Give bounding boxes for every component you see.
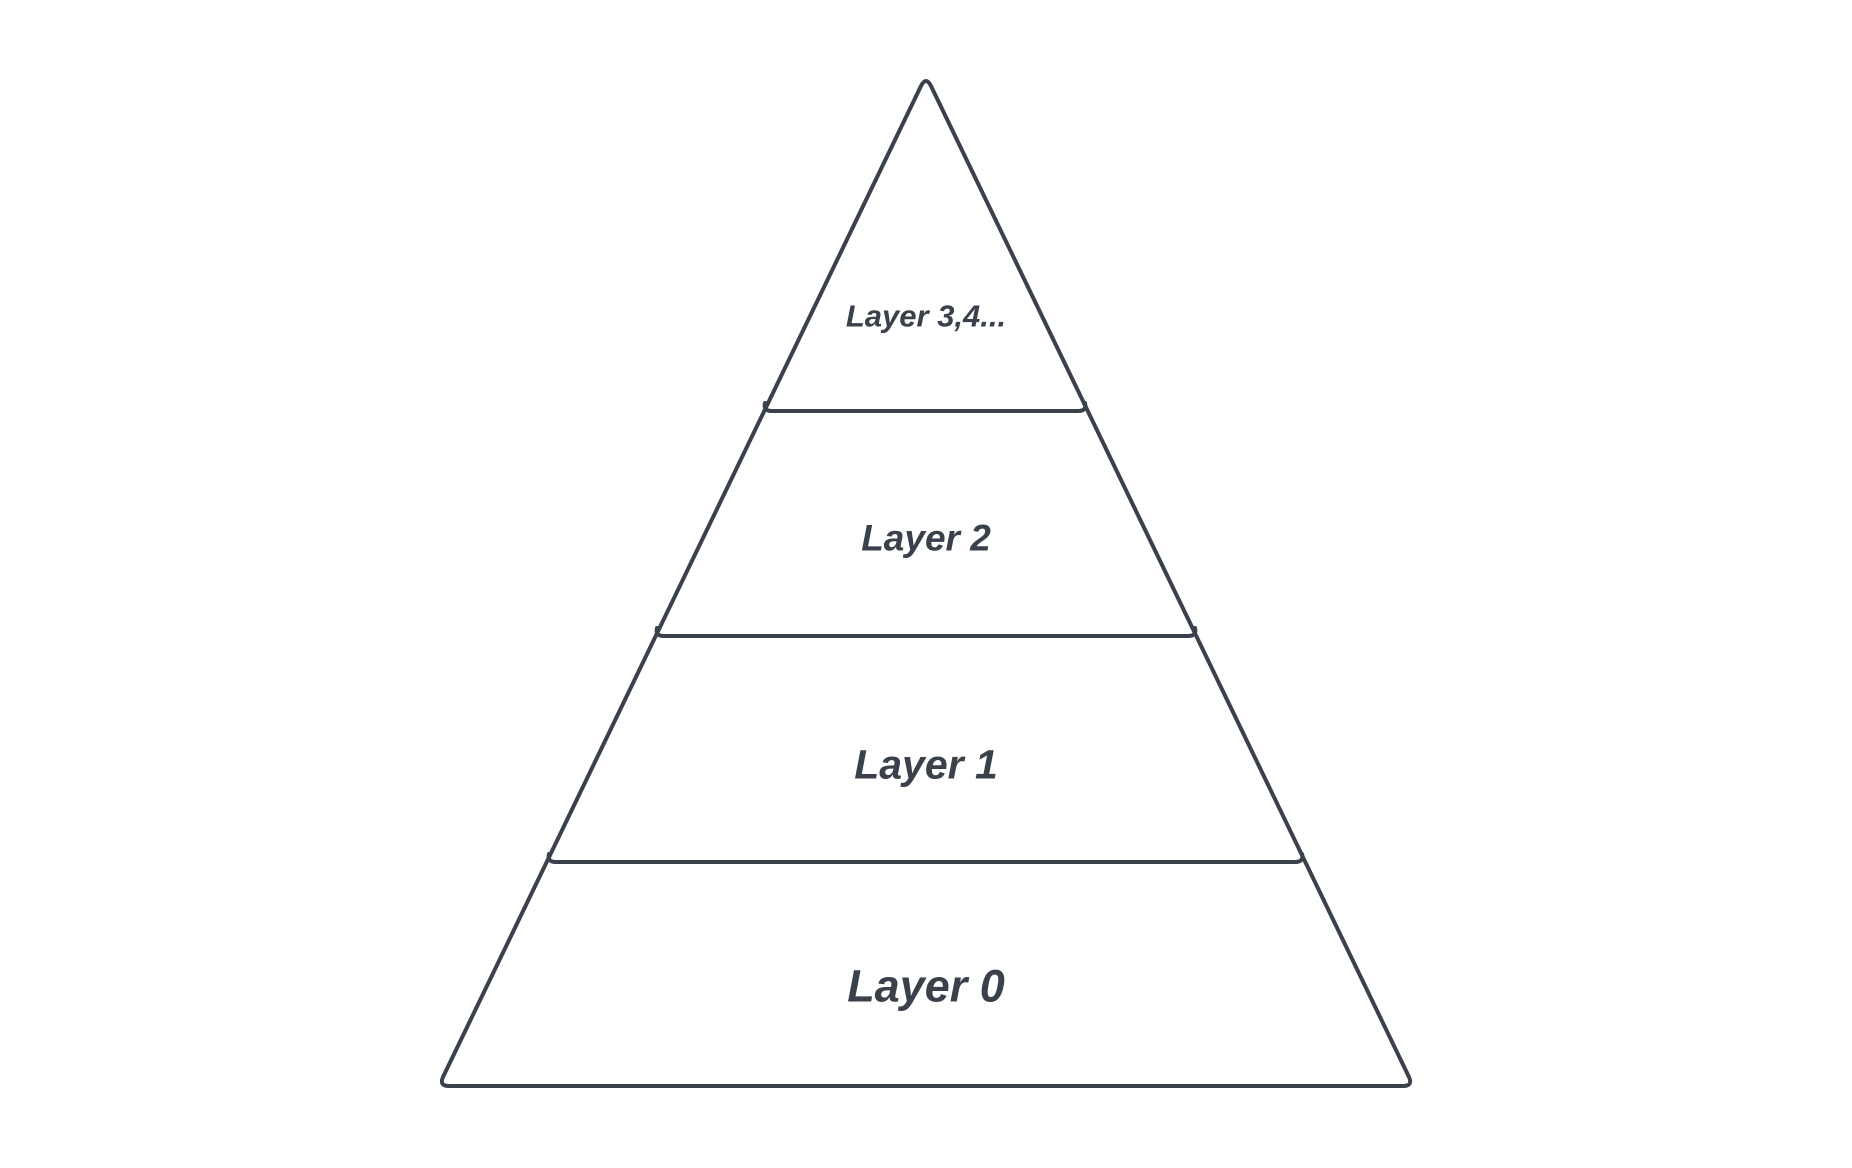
layer-label-2: Layer 2	[861, 517, 991, 559]
layer-divider-bottom	[546, 852, 1305, 864]
layer-label-top: Layer 3,4...	[845, 298, 1007, 334]
layer-label-1: Layer 1	[854, 741, 998, 788]
layer-divider-middle	[654, 626, 1198, 638]
layer-label-0: Layer 0	[847, 960, 1005, 1012]
layer-divider-top	[762, 401, 1088, 413]
pyramid-outline	[439, 79, 1413, 1088]
